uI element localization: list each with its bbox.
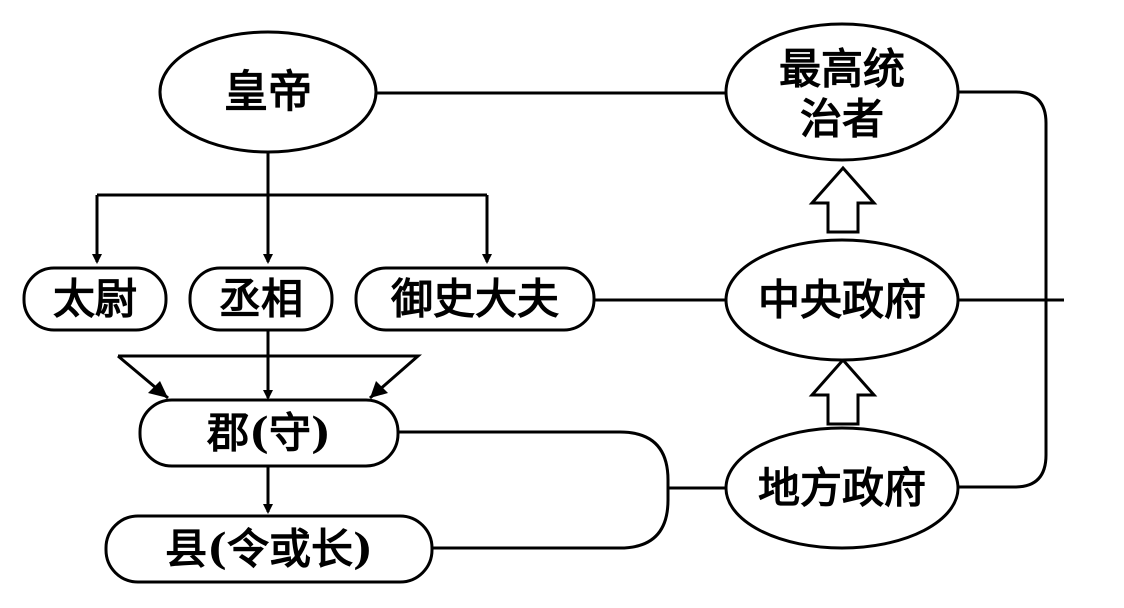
- central-gov-label: 中央政府: [758, 276, 926, 325]
- supreme-ruler-label-line1: 最高统: [779, 45, 905, 94]
- emperor-node: [158, 30, 378, 154]
- up-arrow-icon: [808, 165, 878, 234]
- connector-jun-xian-bracket: [398, 430, 670, 550]
- up-arrow-icon: [808, 357, 878, 426]
- funnel-left-arrowhead: [148, 381, 168, 398]
- chengxiang-node: [188, 266, 334, 332]
- funnel-right-arrowhead: [370, 381, 388, 398]
- supreme-ruler-node: [724, 22, 960, 162]
- yushidafu-node: [354, 266, 596, 332]
- local-gov-node: [724, 426, 960, 550]
- taiwei-node: [22, 266, 168, 332]
- local-gov-label: 地方政府: [758, 464, 926, 513]
- taiwei-label: 太尉: [53, 275, 137, 324]
- xian-label: 县(令或长): [165, 525, 373, 574]
- jun-label: 郡(守): [206, 409, 331, 458]
- xian-node: [104, 514, 434, 584]
- central-gov-node: [724, 238, 960, 362]
- chengxiang-label: 丞相: [219, 275, 303, 324]
- jun-node: [138, 398, 400, 468]
- emperor-label: 皇帝: [224, 67, 312, 118]
- connector-right-bracket: [958, 90, 1048, 489]
- supreme-ruler-label-line2: 治者: [800, 95, 884, 144]
- yushidafu-label: 御史大夫: [390, 275, 560, 324]
